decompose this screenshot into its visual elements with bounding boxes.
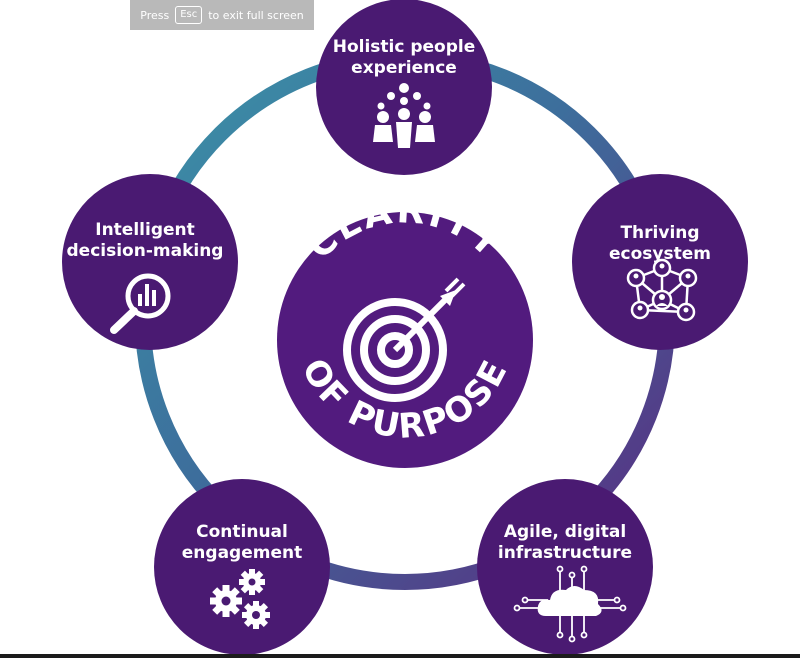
banner-press-text: Press xyxy=(140,8,170,22)
node-circle-infrastructure xyxy=(477,479,653,655)
esc-key-badge: Esc xyxy=(175,6,203,24)
people-group-icon xyxy=(373,83,435,148)
network-icon xyxy=(626,258,698,322)
node-circle-engagement xyxy=(154,479,330,655)
magnifier-chart-icon xyxy=(110,273,171,334)
bottom-edge-bar xyxy=(0,654,800,658)
banner-suffix-text: to exit full screen xyxy=(208,8,304,22)
gears-icon xyxy=(210,569,270,629)
fullscreen-exit-banner: Press Esc to exit full screen xyxy=(130,0,314,30)
cloud-circuit-icon xyxy=(513,565,627,643)
target-arrow-icon xyxy=(343,277,466,402)
node-circle-decision xyxy=(62,174,238,350)
